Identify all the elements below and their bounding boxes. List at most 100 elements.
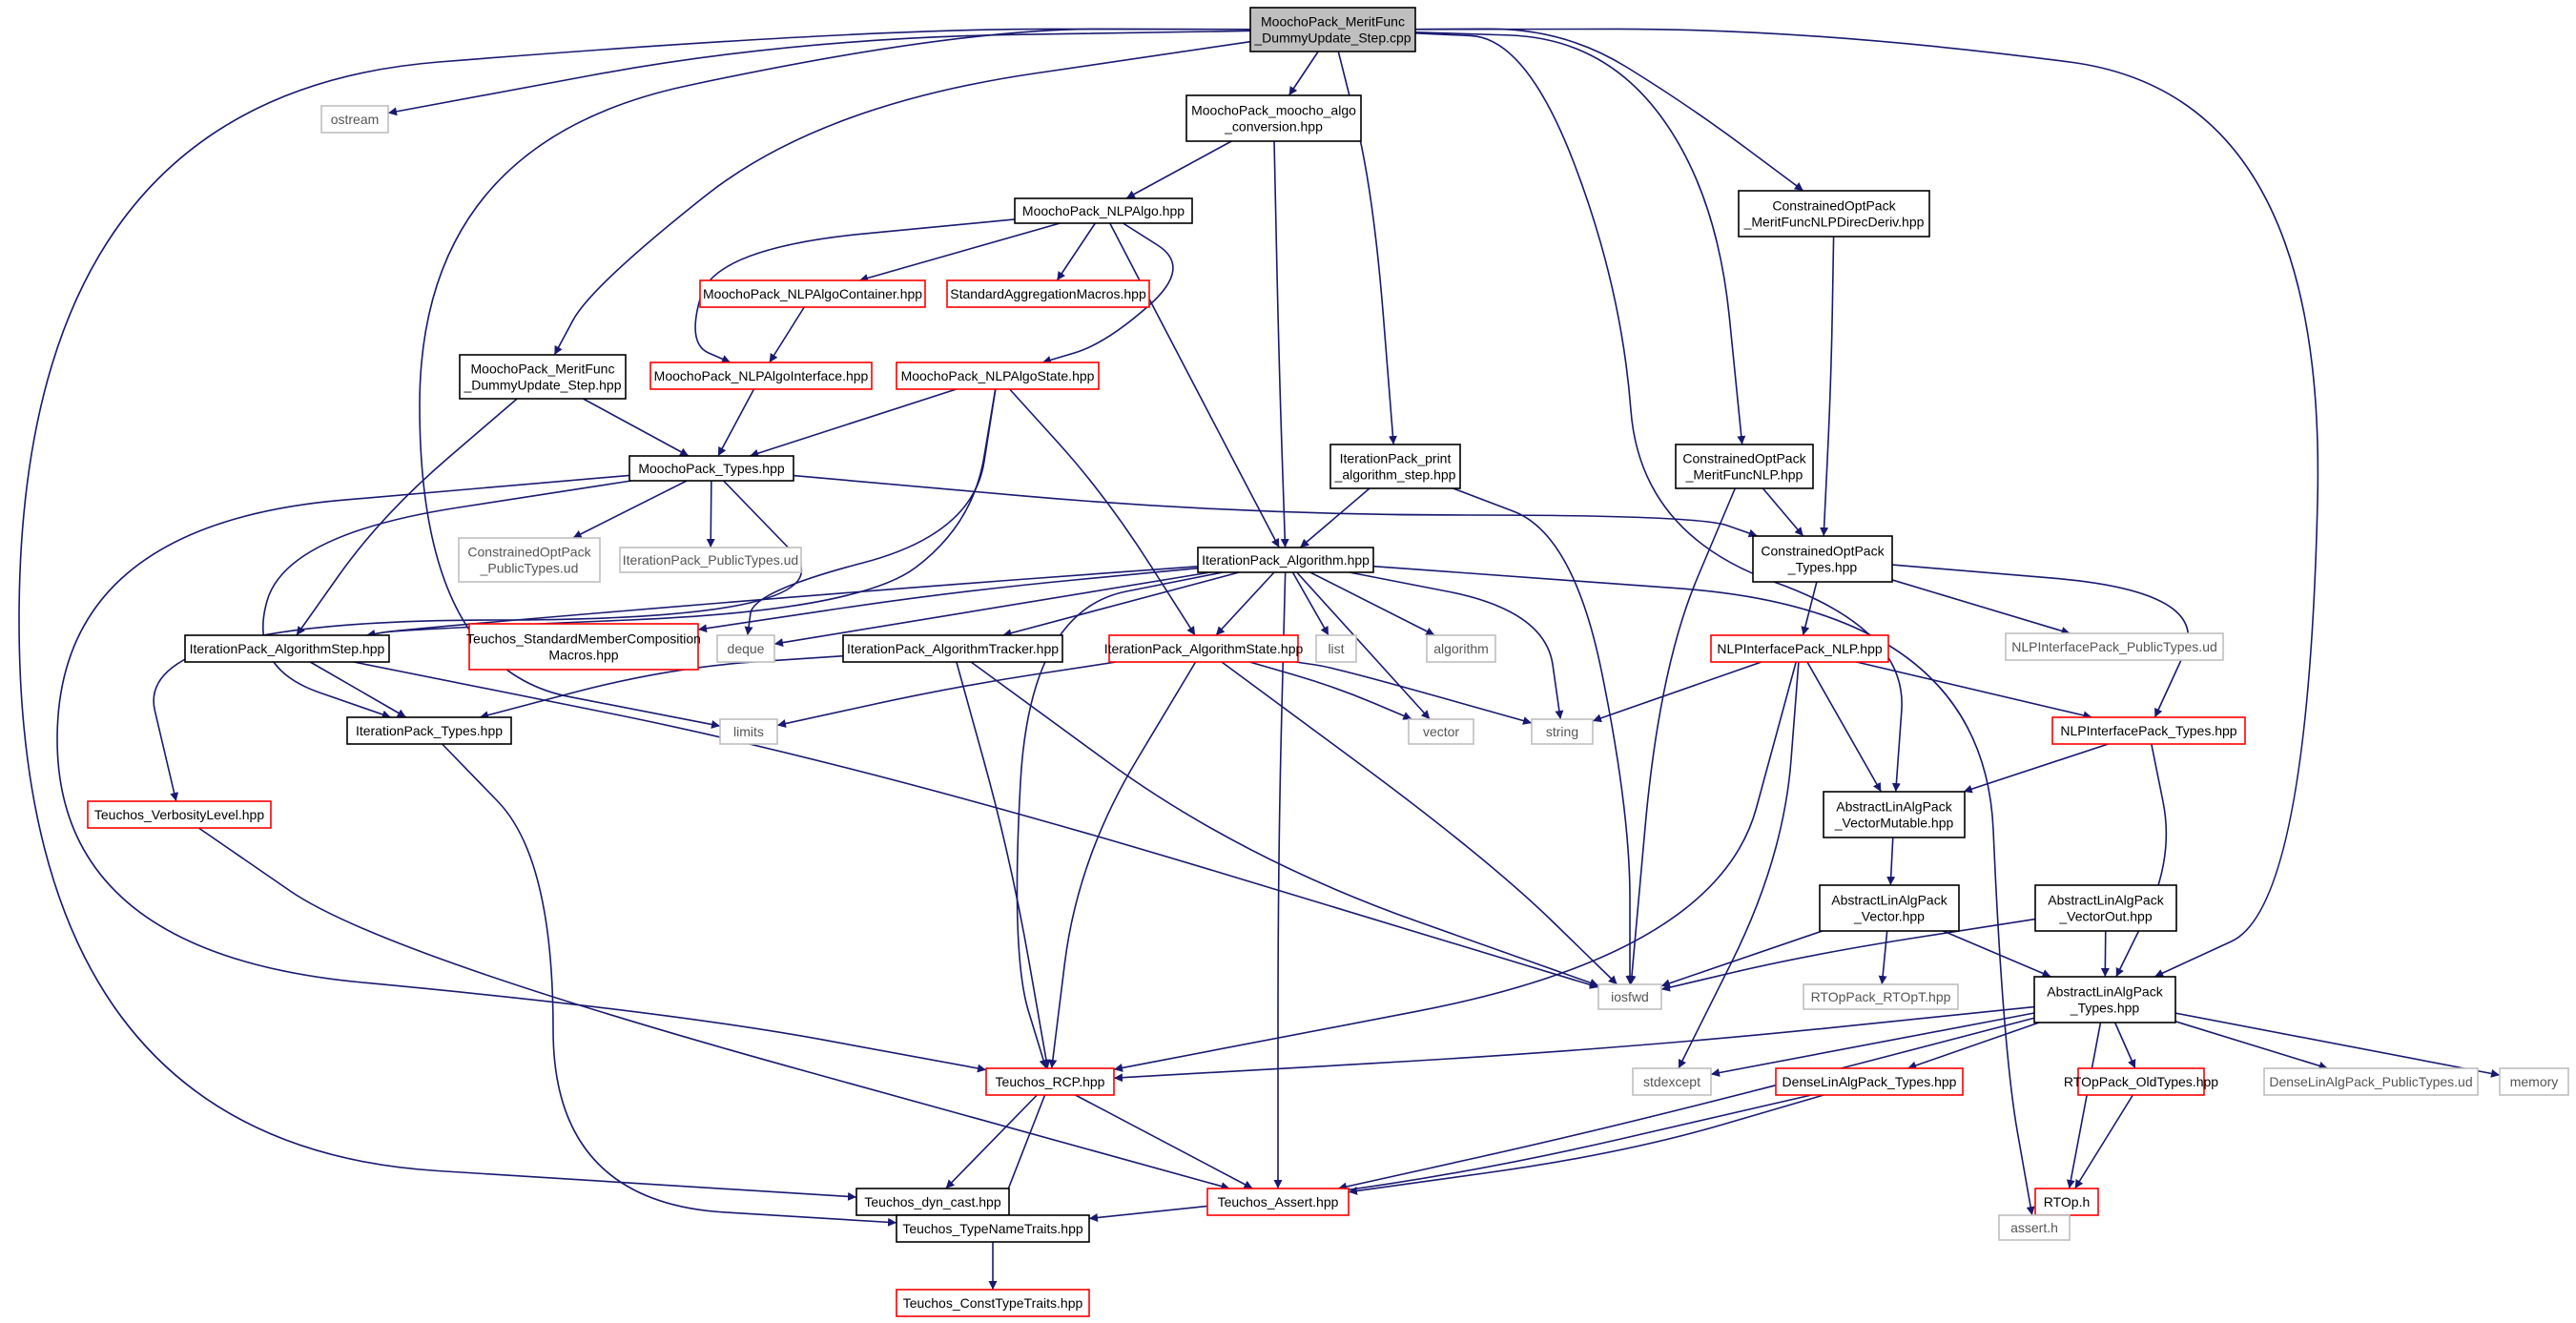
node-teuchos-assert[interactable]: Teuchos_Assert.hpp [1206,1188,1350,1216]
edge-mf_dummy_h-to-it_step [296,398,518,636]
edge-it_algorithm-to-vector [1296,571,1431,720]
edge-root-to-teuchos_dyn [18,28,1251,1201]
node-box [1206,1188,1350,1216]
node-it-print[interactable]: IterationPack_print_algorithm_step.hpp [1329,444,1461,489]
node-std-agg[interactable]: StandardAggregationMacros.hpp [946,279,1150,308]
node-label: Teuchos_StandardMemberComposition [466,631,701,647]
node-nlpalgo-state[interactable]: MoochoPack_NLPAlgoState.hpp [896,362,1100,390]
node-rtop-h[interactable]: RTOp.h [2034,1188,2099,1216]
node-box [1249,7,1416,52]
edge-nlpi_types-to-ala_vecmut [1963,743,2109,794]
node-label: _MeritFuncNLPDirecDeriv.hpp [1743,215,1925,230]
node-label: Teuchos_ConstTypeTraits.hpp [903,1295,1083,1311]
edge-mf_dummy_h-to-mp_types [583,398,690,457]
edge-root-to-it_print [1337,51,1397,445]
node-mp-types[interactable]: MoochoPack_Types.hpp [629,455,794,482]
node-rtop-old[interactable]: RTOpPack_OldTypes.hpp [2064,1067,2218,1096]
node-root[interactable]: MoochoPack_MeritFunc_DummyUpdate_Step.cp… [1249,7,1416,52]
node-label: iosfwd [1611,989,1649,1004]
edge-it_algorithm-to-teuchos_assert [1273,571,1287,1189]
node-box [1597,983,1662,1010]
node-box [1531,718,1594,745]
node-nlpi-nlp[interactable]: NLPInterfacePack_NLP.hpp [1710,634,1889,663]
node-label: MoochoPack_MeritFunc [1261,14,1405,30]
node-ala-vecout[interactable]: AbstractLinAlgPack_VectorOut.hpp [2034,884,2177,932]
node-nlpalgo[interactable]: MoochoPack_NLPAlgo.hpp [1014,197,1193,224]
node-ala-vector[interactable]: AbstractLinAlgPack_Vector.hpp [1819,884,1960,932]
node-box [946,279,1150,308]
node-box [1998,1214,2071,1241]
node-cop-types[interactable]: ConstrainedOptPack_Types.hpp [1752,535,1893,583]
edge-dla_types-to-teuchos_assert [1348,1094,1824,1195]
node-box [1315,634,1357,663]
node-label: AbstractLinAlgPack [1831,893,1947,908]
node-dla-pub: DenseLinAlgPack_PublicTypes.ud [2263,1067,2479,1096]
edge-cop_meritnlp-to-cop_types [1762,487,1804,537]
edge-cop_types-to-nlpi_nlp [1801,581,1818,636]
node-teuchos-tnt[interactable]: Teuchos_TypeNameTraits.hpp [896,1214,1090,1243]
node-it-state[interactable]: IterationPack_AlgorithmState.hpp [1104,634,1304,663]
dependency-edges [18,28,2501,1290]
node-algorithm: algorithm [1426,634,1496,663]
node-label: _Types.hpp [2070,1001,2140,1016]
node-box [896,1214,1090,1243]
node-label: Teuchos_TypeNameTraits.hpp [902,1221,1083,1236]
node-dla-types[interactable]: DenseLinAlgPack_Types.hpp [1775,1067,1964,1096]
node-assert-h: assert.h [1998,1214,2071,1241]
node-label: _conversion.hpp [1224,119,1323,134]
node-box [1185,94,1362,142]
node-label: RTOpPack_RTOpT.hpp [1811,989,1951,1004]
edge-nlpi_nlp-to-stdexcept [1678,661,1800,1069]
node-box [1738,190,1930,238]
node-label: vector [1423,724,1459,739]
node-teuchos-rcp[interactable]: Teuchos_RCP.hpp [985,1067,1115,1096]
node-box [716,634,775,663]
node-label: IterationPack_AlgorithmStep.hpp [190,641,385,656]
node-box [1408,718,1474,745]
node-box [619,547,802,573]
edge-ala_types-to-dla_types [1906,1022,2040,1070]
edge-cop_types-to-nlpi_types [1891,564,2190,718]
edge-it_state-to-limits [776,661,1117,728]
node-box [1803,983,1959,1010]
node-nlpalgo-cont[interactable]: MoochoPack_NLPAlgoContainer.hpp [699,279,926,308]
node-nlpalgo-iface[interactable]: MoochoPack_NLPAlgoInterface.hpp [649,362,873,390]
node-it-types[interactable]: IterationPack_Types.hpp [346,716,512,745]
node-teuchos-verb[interactable]: Teuchos_VerbosityLevel.hpp [87,800,272,829]
node-box [649,362,873,390]
node-label: _VectorOut.hpp [2058,909,2153,924]
node-label: NLPInterfacePack_Types.hpp [2060,723,2236,738]
node-it-step[interactable]: IterationPack_AlgorithmStep.hpp [184,634,390,663]
node-label: deque [728,641,765,656]
edge-nlpalgo_cont-to-nlpalgo_iface [769,306,805,363]
node-it-tracker[interactable]: IterationPack_AlgorithmTracker.hpp [842,634,1063,663]
edge-ala_types-to-rtop_h [2066,1022,2102,1189]
node-nlpi-types[interactable]: NLPInterfacePack_Types.hpp [2051,716,2246,745]
node-teuchos-ctt[interactable]: Teuchos_ConstTypeTraits.hpp [896,1289,1090,1317]
edge-algo_conv-to-nlpalgo [1125,140,1232,199]
node-label: ConstrainedOptPack [1761,544,1885,559]
edge-root-to-cop_deriv [1414,28,1804,192]
node-ala-vecmut[interactable]: AbstractLinAlgPack_VectorMutable.hpp [1823,791,1966,838]
node-ala-types[interactable]: AbstractLinAlgPack_Types.hpp [2033,976,2176,1023]
edge-it_step-to-it_types [309,661,407,718]
node-it-algorithm[interactable]: IterationPack_Algorithm.hpp [1197,547,1374,573]
node-label: _PublicTypes.ud [480,561,579,576]
edge-root-to-ostream [387,30,1251,116]
node-cop-meritnlp[interactable]: ConstrainedOptPack_MeritFuncNLP.hpp [1675,444,1814,489]
node-label: list [1328,641,1344,656]
node-algo-conv[interactable]: MoochoPack_moocho_algo_conversion.hpp [1185,94,1362,142]
node-teuchos-dyn[interactable]: Teuchos_dyn_cast.hpp [855,1188,1010,1216]
node-label: IterationPack_AlgorithmState.hpp [1104,641,1304,656]
edge-nlpi_types-to-ala_types [2115,743,2168,978]
edge-ala_types-to-memory [2174,1012,2501,1078]
node-cop-deriv[interactable]: ConstrainedOptPack_MeritFuncNLPDirecDeri… [1738,190,1930,238]
node-mf-dummy-h[interactable]: MoochoPack_MeritFunc_DummyUpdate_Step.hp… [459,354,627,400]
edge-it_algorithm-to-it_state [1215,571,1275,636]
node-box [1632,1067,1712,1096]
node-label: StandardAggregationMacros.hpp [950,286,1146,301]
node-teuchos-smc[interactable]: Teuchos_StandardMemberCompositionMacros.… [466,623,701,671]
edge-it_algorithm-to-teuchos_smc [697,567,1199,633]
node-label: IterationPack_Types.hpp [356,723,503,738]
node-label: MoochoPack_NLPAlgoContainer.hpp [703,286,922,301]
